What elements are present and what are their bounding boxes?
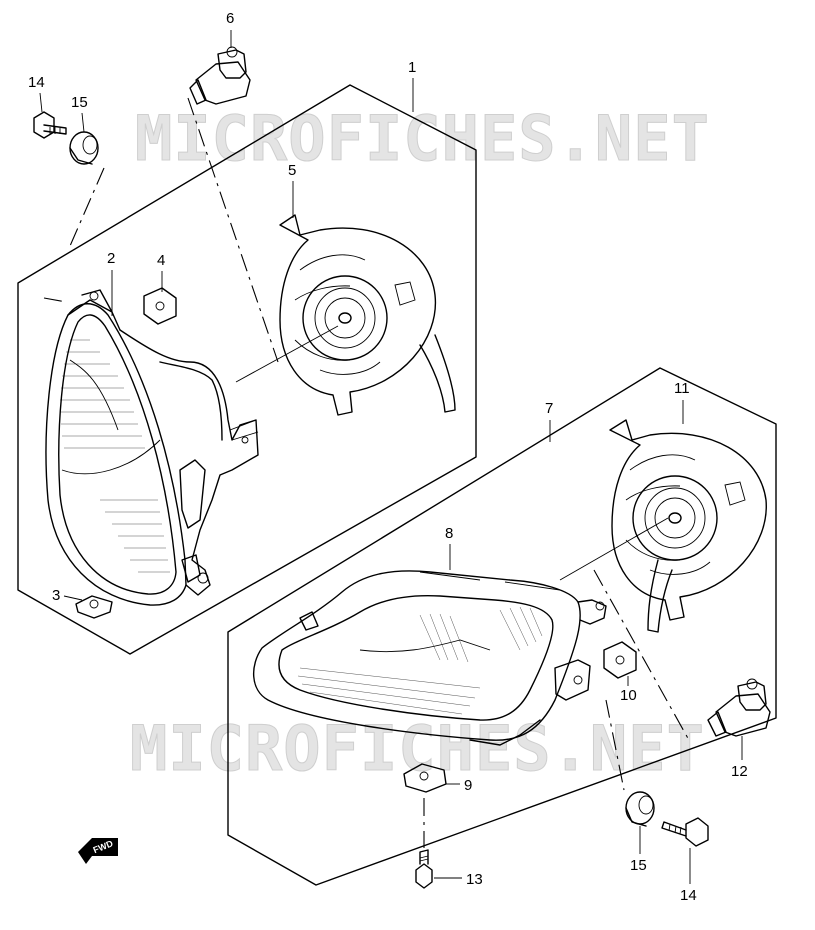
speed-nut-4 xyxy=(143,287,177,325)
callout-14-lower: 14 xyxy=(680,887,697,904)
callout-5: 5 xyxy=(288,162,296,179)
callout-9: 9 xyxy=(464,777,472,794)
callout-4: 4 xyxy=(157,252,165,269)
callout-1: 1 xyxy=(408,59,416,76)
forward-direction-badge: FWD xyxy=(78,838,118,864)
screw-13 xyxy=(415,849,433,889)
callout-8: 8 xyxy=(445,525,453,542)
callout-2: 2 xyxy=(107,250,115,267)
bolt-lower xyxy=(661,817,709,847)
grommet-upper xyxy=(69,131,99,165)
upper-assembly-panel xyxy=(17,84,477,655)
callout-12: 12 xyxy=(731,763,748,780)
callout-7: 7 xyxy=(545,400,553,417)
callout-15-upper: 15 xyxy=(71,94,88,111)
speed-nut-10 xyxy=(603,641,637,679)
callout-3: 3 xyxy=(52,587,60,604)
callouts: 1 2 3 4 5 6 7 8 9 10 11 12 13 xyxy=(28,10,748,904)
callout-10: 10 xyxy=(620,687,637,704)
leader-lines-lower xyxy=(423,517,691,848)
lower-assembly-panel xyxy=(227,367,777,886)
reflector-lower xyxy=(609,419,767,633)
callout-6: 6 xyxy=(226,10,234,27)
bulb-upper xyxy=(189,46,251,105)
callout-13: 13 xyxy=(466,871,483,888)
headlight-housing-upper xyxy=(45,289,259,606)
callout-14-upper: 14 xyxy=(28,74,45,91)
speed-nut-3 xyxy=(75,595,113,619)
headlight-housing-lower xyxy=(252,570,607,746)
callout-11: 11 xyxy=(674,380,690,397)
leader-lines-upper xyxy=(43,97,339,383)
reflector-upper xyxy=(279,214,456,416)
watermark-top: MICROFICHES.NET xyxy=(135,102,710,175)
callout-15-lower: 15 xyxy=(630,857,647,874)
bolt-upper xyxy=(33,111,67,139)
bulb-lower xyxy=(707,678,771,737)
grommet-lower xyxy=(625,791,655,827)
watermark-bottom: MICROFICHES.NET xyxy=(130,712,705,785)
